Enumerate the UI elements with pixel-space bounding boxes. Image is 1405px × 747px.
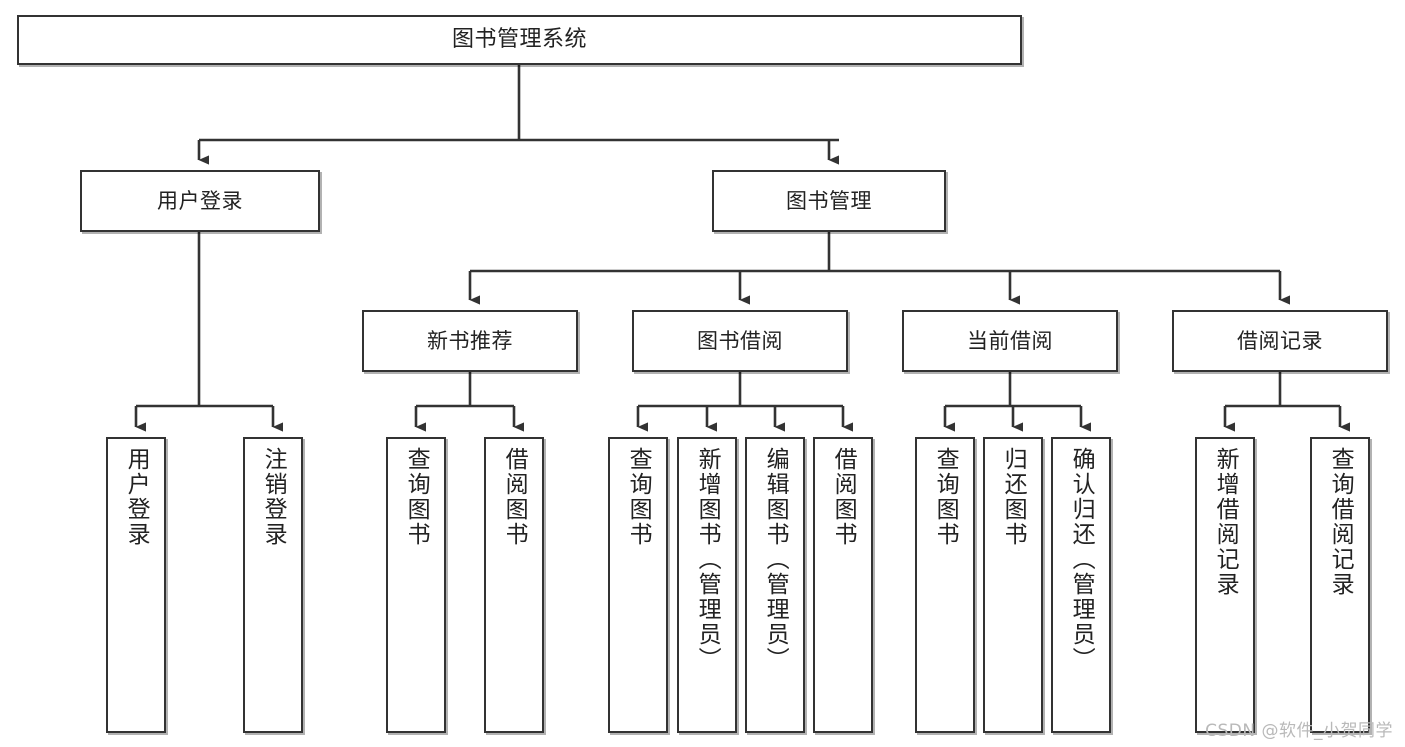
node-book-borrow[interactable]: 图书借阅 [632, 310, 848, 372]
node-leaf-current-query-book[interactable]: 查询图书 [915, 437, 975, 733]
node-label: 借阅图书 [501, 447, 528, 547]
node-leaf-record-query[interactable]: 查询借阅记录 [1310, 437, 1370, 733]
watermark-text: CSDN @软件_小贺同学 [1205, 721, 1393, 741]
node-label: 新增借阅记录 [1212, 447, 1239, 597]
node-label: 图书借阅 [697, 328, 783, 353]
node-user-login[interactable]: 用户登录 [80, 170, 320, 232]
node-leaf-borrow-borrow-book[interactable]: 借阅图书 [813, 437, 873, 733]
node-book-management[interactable]: 图书管理 [712, 170, 946, 232]
node-label: 新书推荐 [427, 328, 513, 353]
node-label: 借阅记录 [1237, 328, 1323, 353]
node-new-book-recommend[interactable]: 新书推荐 [362, 310, 578, 372]
node-leaf-recommend-borrow-book[interactable]: 借阅图书 [484, 437, 544, 733]
node-label: 用户登录 [157, 188, 243, 213]
node-leaf-borrow-add-book[interactable]: 新增图书（管理员） [677, 437, 737, 733]
node-label: 查询图书 [625, 447, 652, 547]
node-label: 查询图书 [932, 447, 959, 547]
node-leaf-user-login[interactable]: 用户登录 [106, 437, 166, 733]
node-label: 新增图书（管理员） [694, 447, 721, 672]
node-leaf-current-confirm-return[interactable]: 确认归还（管理员） [1051, 437, 1111, 733]
node-current-borrow[interactable]: 当前借阅 [902, 310, 1118, 372]
node-label: 注销登录 [260, 447, 287, 547]
node-label: 查询图书 [403, 447, 430, 547]
node-leaf-current-return-book[interactable]: 归还图书 [983, 437, 1043, 733]
node-leaf-recommend-query-book[interactable]: 查询图书 [386, 437, 446, 733]
node-root-system[interactable]: 图书管理系统 [17, 15, 1022, 65]
node-borrow-record[interactable]: 借阅记录 [1172, 310, 1388, 372]
node-leaf-user-logout[interactable]: 注销登录 [243, 437, 303, 733]
node-leaf-borrow-query-book[interactable]: 查询图书 [608, 437, 668, 733]
node-label: 编辑图书（管理员） [762, 447, 789, 672]
node-label: 查询借阅记录 [1327, 447, 1354, 597]
node-label: 当前借阅 [967, 328, 1053, 353]
node-label: 借阅图书 [830, 447, 857, 547]
node-label: 用户登录 [123, 447, 150, 547]
node-label: 图书管理 [786, 188, 872, 213]
node-leaf-record-add[interactable]: 新增借阅记录 [1195, 437, 1255, 733]
node-leaf-borrow-edit-book[interactable]: 编辑图书（管理员） [745, 437, 805, 733]
node-label: 确认归还（管理员） [1068, 447, 1095, 672]
node-label: 图书管理系统 [451, 27, 587, 53]
node-label: 归还图书 [1000, 447, 1027, 547]
